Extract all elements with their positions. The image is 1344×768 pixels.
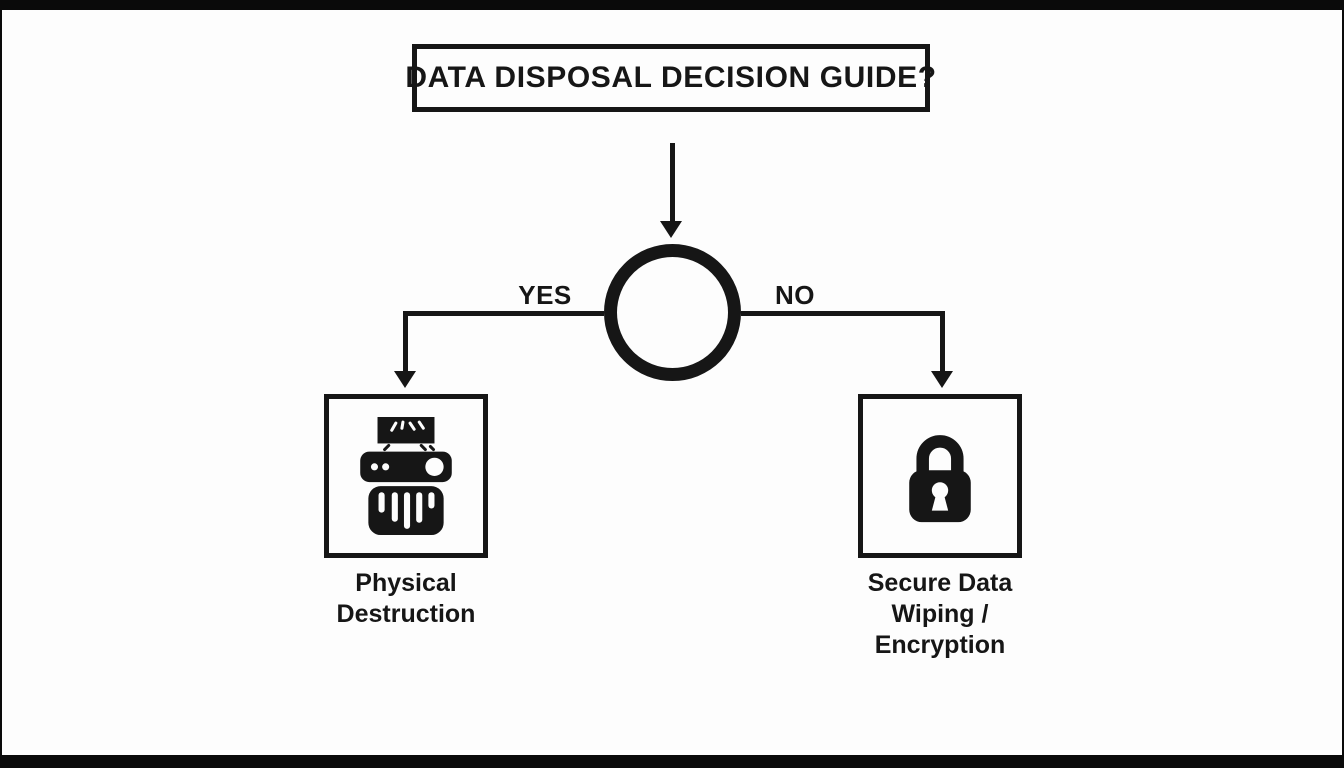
outcome-label-physical-destruction: Physical Destruction [296, 568, 516, 630]
title-box: DATA DISPOSAL DECISION GUIDE? [405, 44, 936, 112]
top-border-bar [0, 0, 1344, 10]
right-border-bar [1342, 0, 1344, 768]
diagram-title: DATA DISPOSAL DECISION GUIDE? [405, 61, 937, 94]
left-border-bar [0, 0, 2, 768]
yes-branch-arrowhead [394, 371, 416, 388]
shredder-icon [360, 417, 452, 535]
bottom-border-bar [0, 755, 1344, 768]
outcome-label-line: Destruction [336, 600, 476, 628]
lock-icon [909, 435, 971, 523]
no-branch-vertical-line [940, 311, 945, 373]
title-to-decision-arrowhead [660, 221, 682, 238]
outcome-box-secure-wiping [858, 394, 1022, 558]
outcome-label-line: Encryption [874, 631, 1006, 659]
outcome-label-line: Secure Data [867, 569, 1013, 597]
yes-branch-vertical-line [403, 311, 408, 373]
outcome-label-secure-wiping: Secure Data Wiping / Encryption [830, 568, 1050, 661]
yes-branch-label: YES [518, 280, 572, 310]
outcome-label-line: Wiping / [891, 600, 989, 628]
no-branch-label: NO [775, 280, 815, 310]
outcome-box-physical-destruction [324, 394, 488, 558]
yes-branch-horizontal-line [403, 311, 604, 316]
no-branch-arrowhead [931, 371, 953, 388]
outcome-label-line: Physical [355, 569, 457, 597]
no-branch-horizontal-line [741, 311, 945, 316]
title-to-decision-arrow-shaft [670, 143, 675, 223]
decision-node-circle [604, 244, 741, 381]
